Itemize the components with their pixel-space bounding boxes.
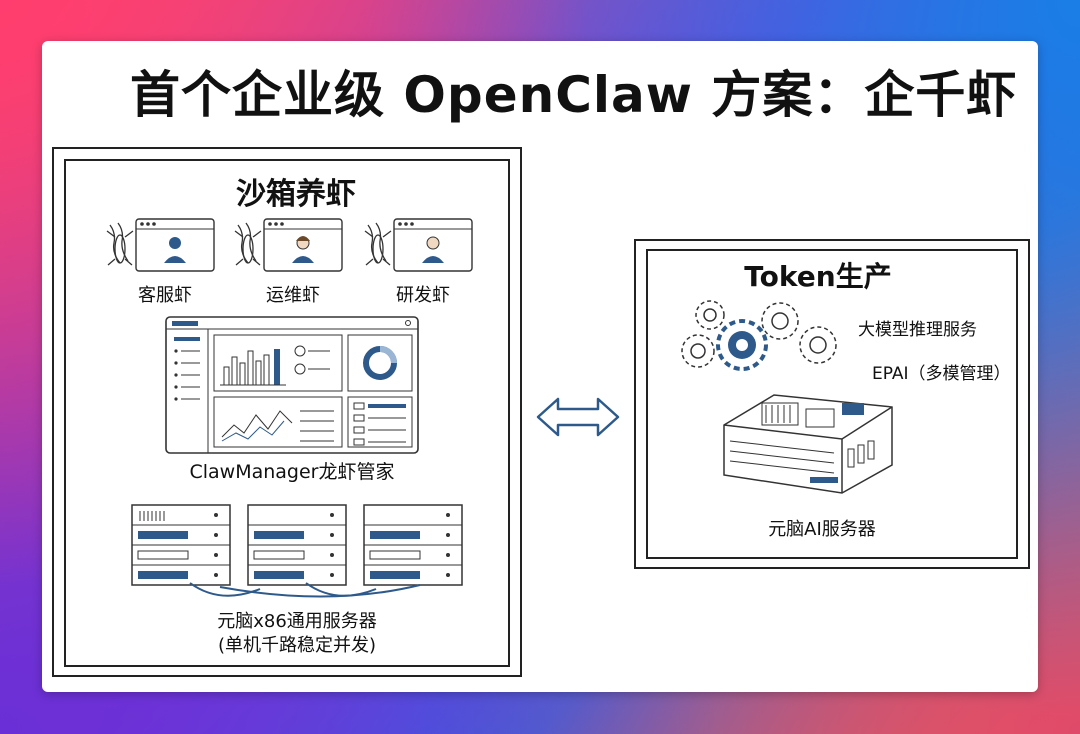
lobster-icon [364, 218, 473, 272]
sandbox-inner-frame [64, 159, 510, 667]
gears-illustration [668, 293, 848, 383]
sandbox-title: 沙箱养虾 [236, 177, 356, 212]
role-label-dev: 研发虾 [396, 285, 450, 306]
claw-manager-dashboard [164, 315, 420, 455]
gear-icon [681, 300, 837, 371]
bidirectional-arrow [534, 395, 622, 439]
service-label-inference: 大模型推理服务 [858, 320, 977, 340]
role-label-customer-service: 客服虾 [138, 285, 192, 306]
page-title: 首个企业级 OpenClaw 方案：企千虾 [130, 66, 1018, 124]
role-dev [358, 215, 478, 275]
role-label-ops: 运维虾 [266, 285, 320, 306]
diagram-card: 首个企业级 OpenClaw 方案：企千虾 沙箱养虾 [42, 41, 1038, 692]
token-outer-frame [634, 239, 1030, 569]
sandbox-outer-frame [52, 147, 522, 677]
lobster-icon [106, 218, 215, 272]
lobster-icon [234, 218, 343, 272]
ai-server-illustration [714, 385, 894, 495]
server-illustration [131, 504, 463, 598]
ai-server-label: 元脑AI服务器 [768, 519, 876, 540]
dashboard-label: ClawManager龙虾管家 [189, 461, 395, 483]
x86-server-rack [130, 503, 466, 601]
server-icon [723, 394, 893, 494]
servers-label-line1: 元脑x86通用服务器 [217, 611, 377, 632]
dashboard-illustration [165, 316, 419, 454]
double-arrow-icon [536, 397, 620, 437]
token-panel: Token生产 大模型推理服务 EPAI（多模管理） [42, 41, 1038, 692]
sandbox-panel: 沙箱养虾 [42, 41, 1038, 692]
role-customer-service [100, 215, 220, 275]
service-label-epai: EPAI（多模管理） [872, 364, 1011, 384]
role-ops [228, 215, 348, 275]
token-inner-frame [646, 249, 1018, 559]
token-title: Token生产 [744, 260, 892, 293]
servers-label-line2: (单机千路稳定并发) [217, 635, 377, 656]
